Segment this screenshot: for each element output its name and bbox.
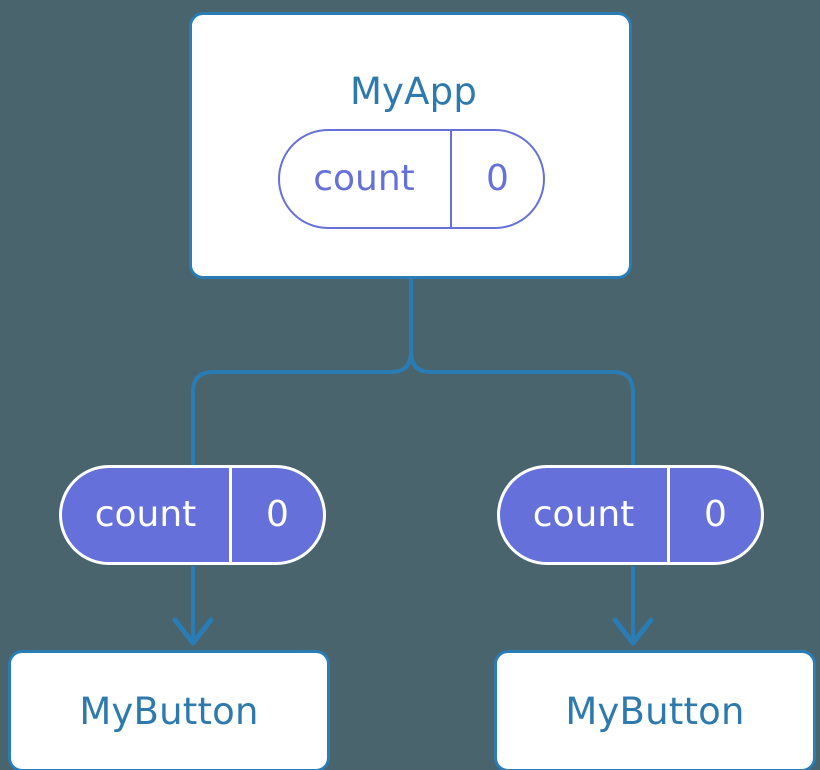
state-pill-child-left[interactable]: count 0 [59,465,326,565]
component-label-mybutton-left: MyButton [79,689,259,733]
arrow-head-right-icon [612,617,654,646]
state-pill-child-left-value: 0 [266,494,289,535]
state-pill-child-right-key: count [500,468,670,562]
arrow-head-left-icon [172,617,214,646]
connector-branch-left [191,351,413,466]
state-pill-root-key: count [280,131,452,227]
state-pill-root[interactable]: count 0 [278,129,545,229]
state-pill-root-value: 0 [486,158,509,199]
component-label-myapp: MyApp [349,70,478,113]
component-card-mybutton-left[interactable]: MyButton [8,650,330,770]
state-pill-child-right[interactable]: count 0 [497,465,764,565]
state-pill-child-left-key: count [62,468,232,562]
connector-branch-right [409,351,635,466]
state-pill-child-right-value: 0 [704,494,727,535]
component-label-mybutton-right: MyButton [565,689,745,733]
component-card-mybutton-right[interactable]: MyButton [494,650,816,770]
